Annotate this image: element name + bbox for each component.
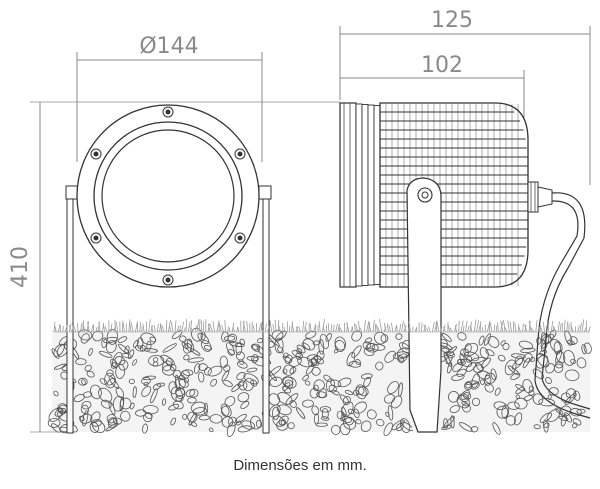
ground <box>47 327 592 437</box>
height-dimension-label: 410 <box>8 246 33 288</box>
side-view <box>339 102 591 433</box>
body-depth-dimension-label: 102 <box>421 53 463 78</box>
side-stake <box>406 177 442 433</box>
front-left-pivot <box>65 185 79 200</box>
front-right-pivot <box>258 185 272 200</box>
side-collar-rings <box>355 103 381 287</box>
overall-depth-dimension-label: 125 <box>431 8 473 33</box>
front-left-stake <box>66 189 74 434</box>
diameter-dimension-label: Ø144 <box>139 34 198 59</box>
cable-gland <box>527 181 553 213</box>
front-view <box>65 104 272 434</box>
side-housing-fins <box>380 104 528 286</box>
front-lens <box>101 129 235 263</box>
side-bezel <box>339 102 357 288</box>
grass-overlay <box>53 319 591 333</box>
power-cable <box>541 192 591 410</box>
caption: Dimensões em mm. <box>233 457 367 474</box>
dimension-lines <box>30 26 591 433</box>
front-right-stake <box>262 189 270 434</box>
side-pivot-bolt-inner <box>421 191 429 199</box>
bezel-screws <box>90 106 246 286</box>
